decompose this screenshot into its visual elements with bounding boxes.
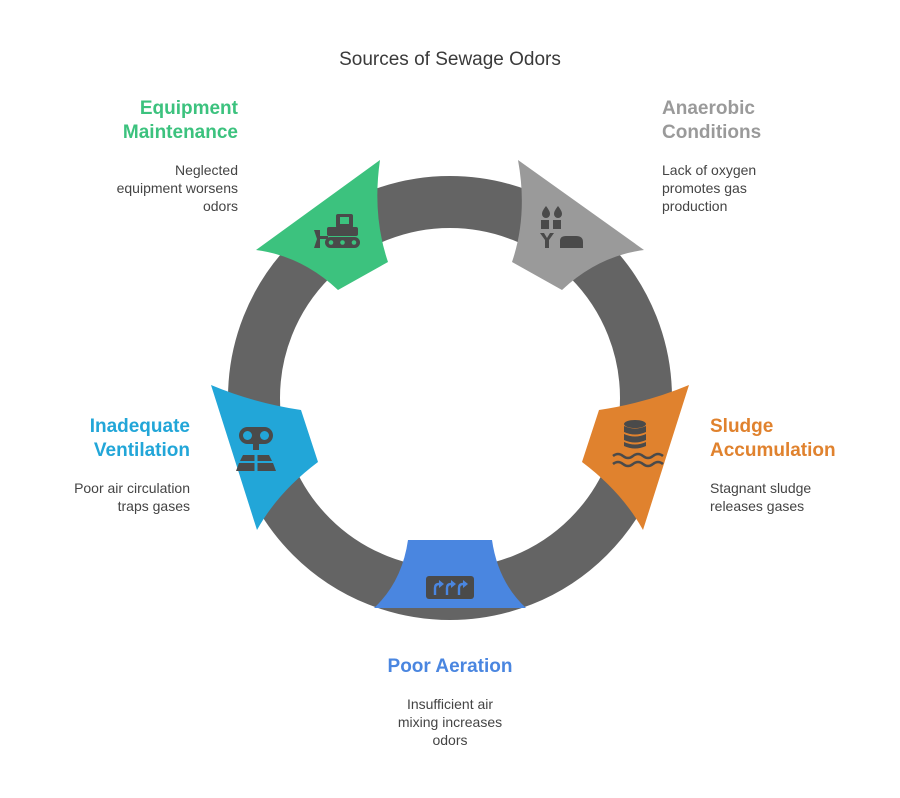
sludge-description: Stagnant sludge releases gases — [710, 480, 812, 514]
label-ventilation: Inadequate Ventilation Poor air circulat… — [74, 415, 190, 515]
database-waves-icon — [612, 420, 664, 468]
aeration-title: Poor Aeration — [387, 656, 513, 677]
label-equipment: Equipment Maintenance Neglected equipmen… — [117, 97, 238, 215]
bulldozer-icon — [314, 214, 360, 248]
aeration-description: Insufficient air mixing increases odors — [397, 696, 503, 748]
sludge-title: Sludge Accumulation — [710, 416, 836, 461]
diagram-title: Sources of Sewage Odors — [339, 49, 561, 70]
air-vent-icon — [426, 576, 474, 599]
label-anaerobic: Anaerobic Conditions Lack of oxygen prom… — [662, 97, 761, 215]
segment-aeration — [374, 540, 526, 608]
anaerobic-title: Anaerobic Conditions — [662, 98, 762, 143]
segment-equipment — [256, 160, 388, 290]
label-sludge: Sludge Accumulation Stagnant sludge rele… — [710, 415, 836, 515]
equipment-description: Neglected equipment worsens odors — [116, 162, 238, 214]
gas-bubbles-icon — [540, 206, 583, 248]
ventilation-title: Inadequate Ventilation — [89, 416, 190, 461]
equipment-title: Equipment Maintenance — [122, 98, 238, 143]
ventilation-fan-icon — [236, 427, 276, 473]
ventilation-description: Poor air circulation traps gases — [74, 480, 190, 514]
anaerobic-description: Lack of oxygen promotes gas production — [662, 162, 757, 214]
segment-anaerobic — [512, 160, 644, 290]
segment-sludge — [582, 385, 689, 530]
label-aeration: Poor Aeration Insufficient air mixing in… — [300, 655, 600, 749]
